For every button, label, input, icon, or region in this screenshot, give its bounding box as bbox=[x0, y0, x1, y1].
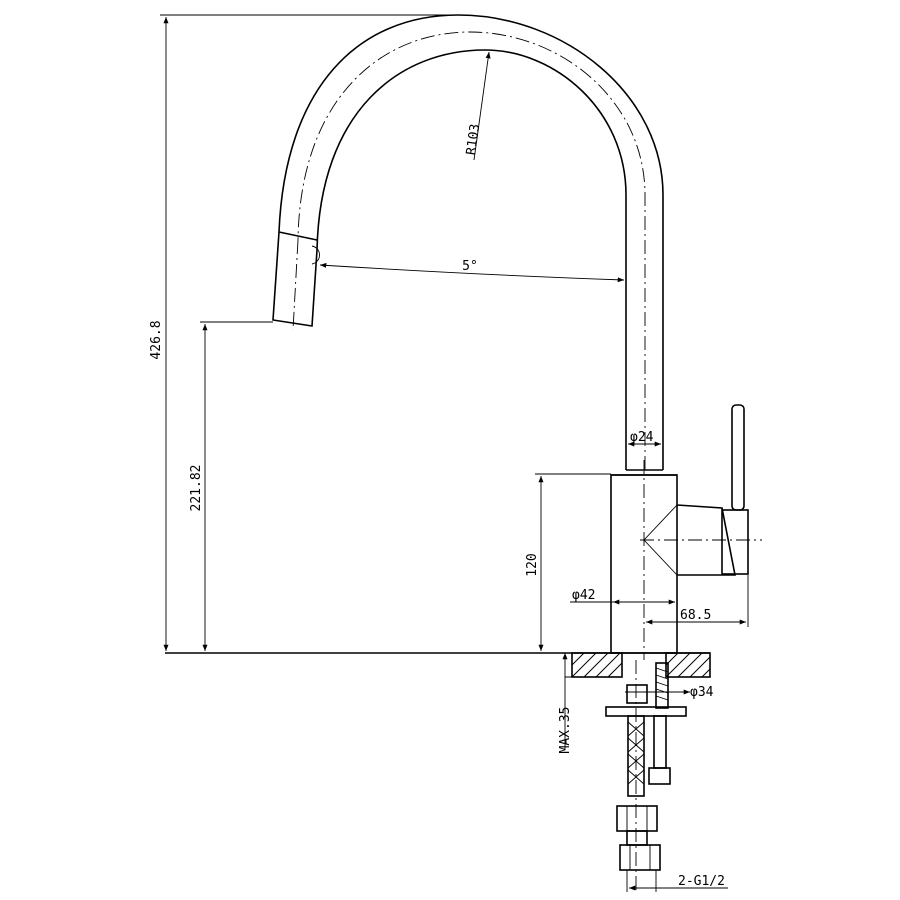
threaded-rod-pattern bbox=[655, 667, 669, 701]
handle-lever bbox=[731, 404, 745, 511]
shank-nut bbox=[626, 684, 648, 704]
hose-fitting-upper bbox=[616, 805, 658, 832]
lower-rod bbox=[653, 715, 667, 769]
hose-fitting-neck bbox=[626, 830, 648, 846]
dim-radius-leader bbox=[473, 51, 491, 161]
spray-head-centerline bbox=[292, 239, 299, 331]
handle-cartridge bbox=[676, 504, 736, 576]
label-tilt-angle: 5° bbox=[462, 259, 478, 274]
spray-head-joint bbox=[278, 231, 318, 241]
deck-right-section bbox=[665, 652, 711, 678]
label-spout-diameter: φ24 bbox=[630, 430, 654, 445]
dim-angle-arc bbox=[319, 262, 625, 283]
deck-left-hatching bbox=[571, 652, 623, 678]
lower-nut bbox=[648, 767, 671, 785]
spout-outer-line bbox=[278, 14, 664, 470]
label-total-height: 426.8 bbox=[149, 320, 164, 359]
label-handle-reach: 68.5 bbox=[680, 608, 711, 623]
faucet-outline bbox=[272, 14, 762, 660]
threaded-rod bbox=[655, 662, 669, 709]
washer-plate bbox=[605, 706, 687, 717]
label-body-diameter: φ42 bbox=[572, 588, 595, 603]
mounting-hardware bbox=[165, 652, 711, 892]
label-shank-diameter: φ34 bbox=[690, 685, 714, 700]
label-max-deck-thickness: MAX.35 bbox=[558, 707, 573, 754]
spray-button bbox=[311, 245, 320, 265]
label-body-height: 120 bbox=[525, 553, 540, 576]
spout-centerline bbox=[297, 31, 646, 470]
hose-fitting-lower bbox=[619, 844, 661, 871]
label-hose-thread: 2-G1/2 bbox=[678, 874, 725, 889]
dimension-lines bbox=[160, 14, 749, 891]
spout-inner-line bbox=[316, 49, 627, 470]
deck-right-hatching bbox=[665, 652, 711, 678]
spray-head bbox=[272, 231, 318, 327]
label-outlet-height: 221.82 bbox=[189, 465, 204, 512]
handle-knob bbox=[721, 509, 749, 575]
dimension-labels: 426.8 221.82 120 R103 5° φ24 φ42 68.5 φ3… bbox=[149, 123, 725, 889]
label-arc-radius: R103 bbox=[464, 123, 483, 156]
deck-left-section bbox=[571, 652, 623, 678]
